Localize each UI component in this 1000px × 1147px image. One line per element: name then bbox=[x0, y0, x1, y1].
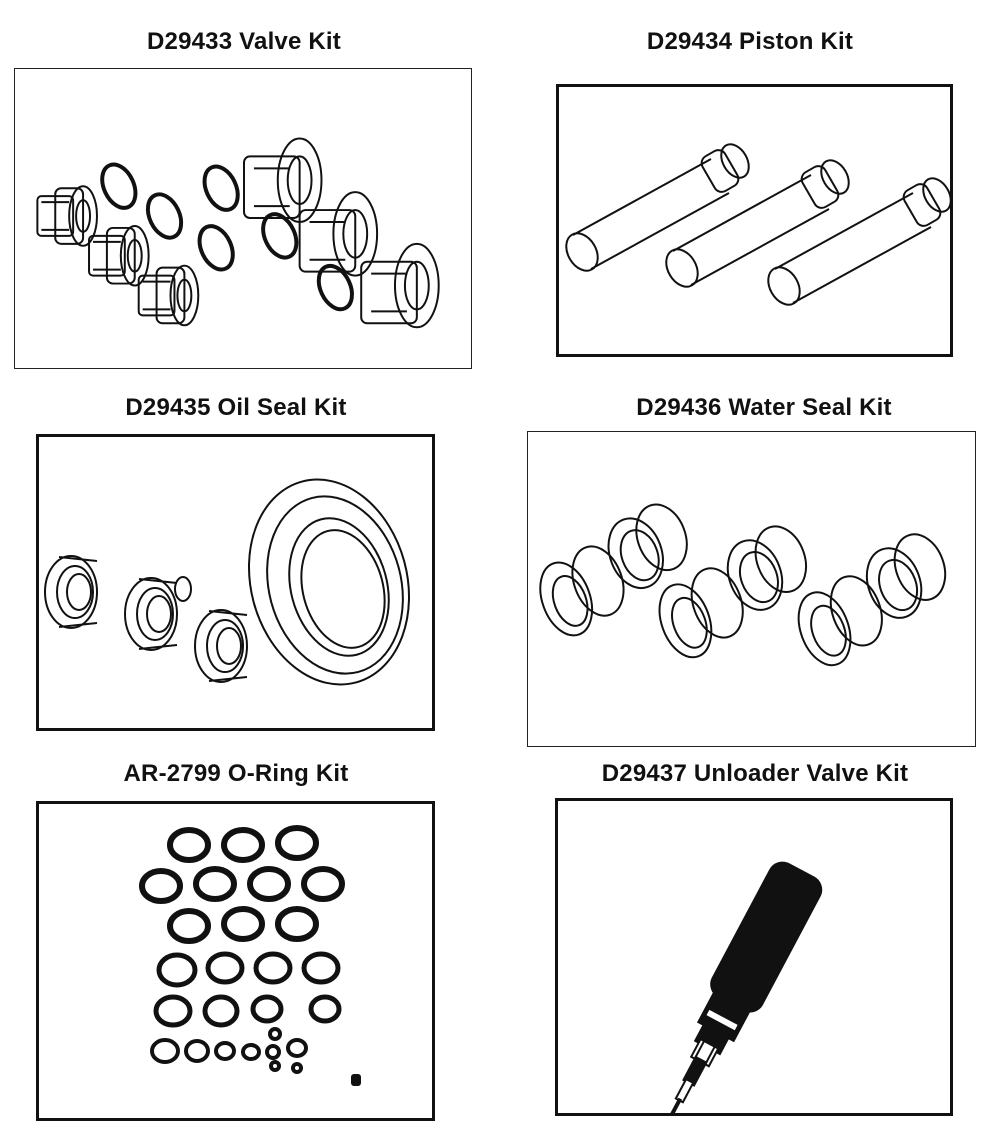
o-ring-kit-illustration bbox=[36, 801, 435, 1121]
kit-title-o-ring: AR-2799 O-Ring Kit bbox=[123, 760, 349, 787]
kit-title-unloader-valve: D29437 Unloader Valve Kit bbox=[601, 760, 909, 787]
kit-title-water-seal: D29436 Water Seal Kit bbox=[636, 394, 892, 421]
kit-title-oil-seal: D29435 Oil Seal Kit bbox=[125, 394, 347, 421]
oil-seal-kit-illustration bbox=[36, 434, 435, 731]
water-seal-kit-illustration bbox=[527, 431, 976, 747]
kit-title-piston: D29434 Piston Kit bbox=[646, 28, 854, 55]
piston-kit-illustration bbox=[556, 84, 953, 357]
valve-kit-illustration bbox=[14, 68, 472, 369]
kit-title-valve: D29433 Valve Kit bbox=[147, 28, 341, 55]
unloader-valve-kit-illustration bbox=[555, 798, 953, 1116]
